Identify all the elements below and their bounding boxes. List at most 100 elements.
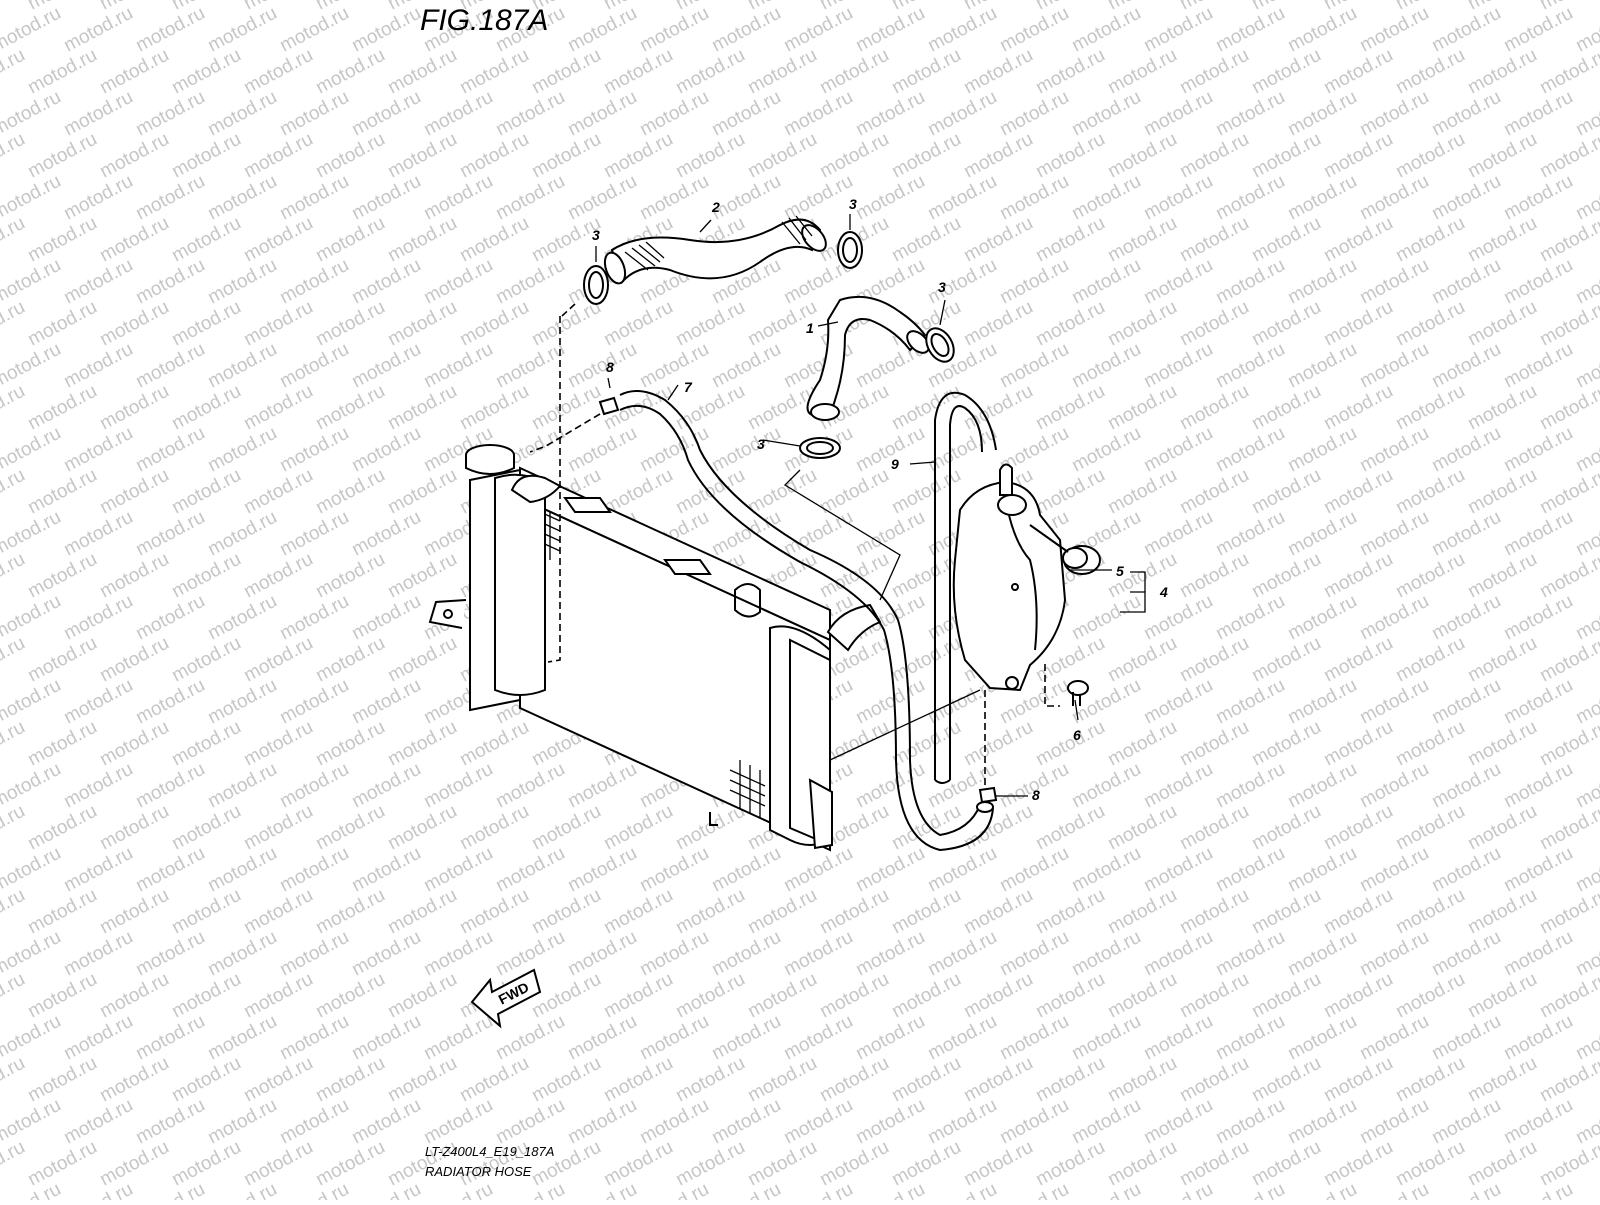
watermark-text: motod.ru xyxy=(168,1053,244,1107)
watermark-text: motod.ru xyxy=(1032,129,1108,183)
watermark-text: motod.ru xyxy=(1428,87,1504,141)
watermark-text: motod.ru xyxy=(132,591,208,645)
watermark-text: motod.ru xyxy=(60,1095,136,1149)
watermark-text: motod.ru xyxy=(168,129,244,183)
watermark-text: motod.ru xyxy=(0,1053,29,1107)
watermark-text: motod.ru xyxy=(384,969,460,1023)
watermark-text: motod.ru xyxy=(1032,297,1108,351)
watermark-text: motod.ru xyxy=(1248,1137,1324,1191)
watermark-text: motod.ru xyxy=(384,885,460,939)
watermark-text: motod.ru xyxy=(240,45,316,99)
watermark-text: motod.ru xyxy=(24,1053,100,1107)
watermark-text: motod.ru xyxy=(204,1095,280,1149)
watermark-text: motod.ru xyxy=(168,465,244,519)
watermark-text: motod.ru xyxy=(1068,255,1144,309)
watermark-text: motod.ru xyxy=(1464,717,1540,771)
watermark-text: motod.ru xyxy=(1248,717,1324,771)
watermark-text: motod.ru xyxy=(1428,675,1504,729)
watermark-text: motod.ru xyxy=(240,549,316,603)
watermark-text: motod.ru xyxy=(852,1095,928,1149)
watermark-text: motod.ru xyxy=(672,45,748,99)
watermark-text: motod.ru xyxy=(996,1179,1072,1200)
watermark-text: motod.ru xyxy=(456,45,532,99)
watermark-text: motod.ru xyxy=(60,759,136,813)
watermark-text: motod.ru xyxy=(204,1179,280,1200)
watermark-text: motod.ru xyxy=(1104,129,1180,183)
watermark-text: motod.ru xyxy=(96,969,172,1023)
watermark-text: motod.ru xyxy=(672,801,748,855)
watermark-text: motod.ru xyxy=(132,171,208,225)
watermark-text: motod.ru xyxy=(708,87,784,141)
watermark-text: motod.ru xyxy=(24,717,100,771)
watermark-text: motod.ru xyxy=(636,927,712,981)
watermark-text: motod.ru xyxy=(1356,759,1432,813)
watermark-text: motod.ru xyxy=(132,843,208,897)
watermark-text: motod.ru xyxy=(1392,129,1468,183)
watermark-text: motod.ru xyxy=(528,1053,604,1107)
watermark-text: motod.ru xyxy=(168,885,244,939)
watermark-text: motod.ru xyxy=(960,129,1036,183)
watermark-text: motod.ru xyxy=(204,591,280,645)
callout-9: 9 xyxy=(891,456,899,472)
watermark-text: motod.ru xyxy=(1284,255,1360,309)
watermark-text: motod.ru xyxy=(1500,87,1576,141)
watermark-text: motod.ru xyxy=(1284,3,1360,57)
watermark-text: motod.ru xyxy=(852,927,928,981)
watermark-text: motod.ru xyxy=(168,1137,244,1191)
watermark-text: motod.ru xyxy=(564,1011,640,1065)
watermark-text: motod.ru xyxy=(24,129,100,183)
watermark-text: motod.ru xyxy=(348,843,424,897)
watermark-text: motod.ru xyxy=(1356,675,1432,729)
watermark-text: motod.ru xyxy=(276,591,352,645)
watermark-text: motod.ru xyxy=(348,255,424,309)
watermark-text: motod.ru xyxy=(0,213,29,267)
watermark-text: motod.ru xyxy=(96,1137,172,1191)
watermark-text: motod.ru xyxy=(1464,213,1540,267)
watermark-text: motod.ru xyxy=(600,801,676,855)
watermark-text: motod.ru xyxy=(312,885,388,939)
watermark-text: motod.ru xyxy=(1356,1095,1432,1149)
watermark-text: motod.ru xyxy=(96,1053,172,1107)
watermark-text: motod.ru xyxy=(1248,45,1324,99)
watermark-text: motod.ru xyxy=(456,129,532,183)
watermark-text: motod.ru xyxy=(1104,297,1180,351)
callout-4: 4 xyxy=(1159,584,1168,600)
watermark-text: motod.ru xyxy=(600,129,676,183)
watermark-text: motod.ru xyxy=(1464,465,1540,519)
watermark-text: motod.ru xyxy=(24,885,100,939)
watermark-text: motod.ru xyxy=(276,843,352,897)
watermark-text: motod.ru xyxy=(888,381,964,435)
watermark-text: motod.ru xyxy=(1212,507,1288,561)
watermark-text: motod.ru xyxy=(132,339,208,393)
watermark-text: motod.ru xyxy=(744,45,820,99)
watermark-text: motod.ru xyxy=(276,423,352,477)
watermark-text: motod.ru xyxy=(1356,843,1432,897)
watermark-text: motod.ru xyxy=(1032,1053,1108,1107)
watermark-text: motod.ru xyxy=(1176,969,1252,1023)
watermark-text: motod.ru xyxy=(312,129,388,183)
watermark-text: motod.ru xyxy=(888,717,964,771)
watermark-text: motod.ru xyxy=(240,717,316,771)
watermark-text: motod.ru xyxy=(456,885,532,939)
watermark-text: motod.ru xyxy=(1104,465,1180,519)
watermark-text: motod.ru xyxy=(492,843,568,897)
watermark-text: motod.ru xyxy=(240,381,316,435)
watermark-text: motod.ru xyxy=(1140,843,1216,897)
watermark-text: motod.ru xyxy=(1464,801,1540,855)
watermark-text: motod.ru xyxy=(312,45,388,99)
watermark-text: motod.ru xyxy=(1392,969,1468,1023)
watermark-text: motod.ru xyxy=(996,1095,1072,1149)
watermark-text: motod.ru xyxy=(1500,423,1576,477)
watermark-text: motod.ru xyxy=(1068,927,1144,981)
watermark-text: motod.ru xyxy=(960,213,1036,267)
watermark-text: motod.ru xyxy=(636,1095,712,1149)
watermark-text: motod.ru xyxy=(1068,1011,1144,1065)
watermark-text: motod.ru xyxy=(24,45,100,99)
watermark-text: motod.ru xyxy=(348,3,424,57)
watermark-text: motod.ru xyxy=(924,255,1000,309)
watermark-text: motod.ru xyxy=(1212,255,1288,309)
watermark-text: motod.ru xyxy=(204,507,280,561)
watermark-text: motod.ru xyxy=(168,633,244,687)
watermark-text: motod.ru xyxy=(132,87,208,141)
watermark-text: motod.ru xyxy=(780,3,856,57)
